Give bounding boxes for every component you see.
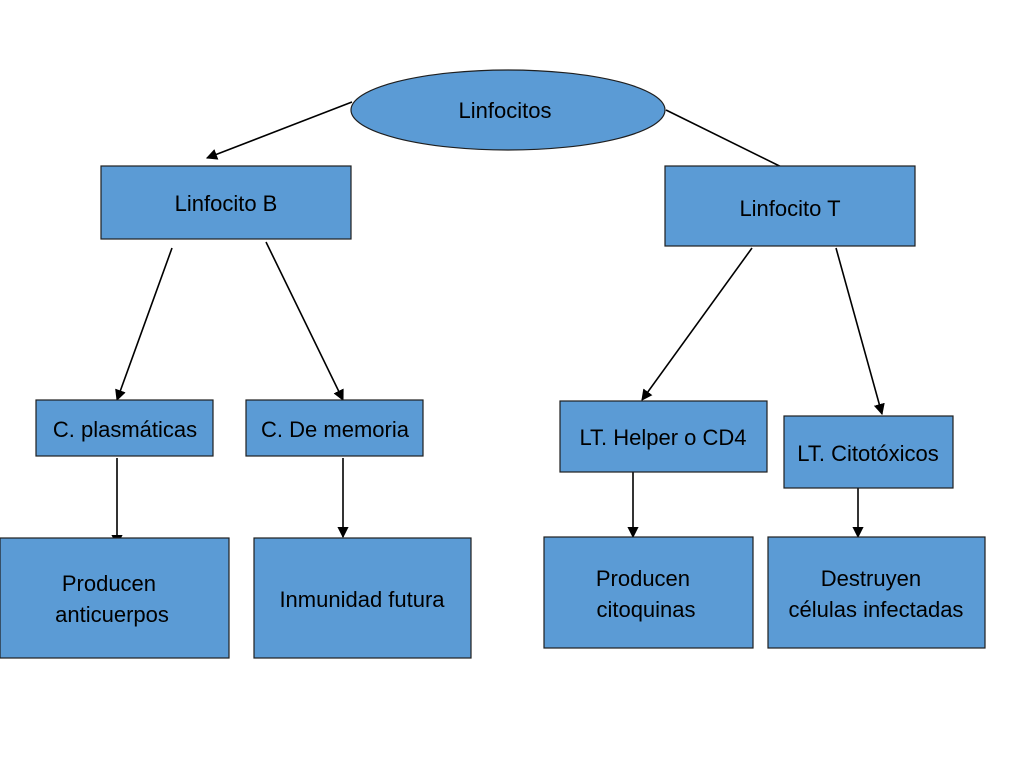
citoquinas-line-1: Producen	[596, 566, 690, 591]
citotoxicos-box	[783, 415, 954, 489]
citotoxicos-label: LT. Citotóxicos	[797, 441, 938, 466]
memoria-box	[245, 399, 424, 457]
citoquinas-line-2: citoquinas	[596, 597, 695, 622]
destruyen-line-1: Destruyen	[821, 566, 921, 591]
linfocitos-label: Linfocitos	[459, 98, 552, 123]
node-plasmaticas: C. plasmáticas	[35, 399, 214, 457]
arrow-root-to-lb	[205, 101, 353, 160]
anticuerpos-line-1: Producen	[62, 571, 156, 596]
destruyen-label: Destruyen células infectadas	[789, 566, 964, 622]
arrow-lt-to-citotoxicos	[835, 247, 885, 416]
linfocito-b-box	[100, 165, 352, 240]
linfocito-t-label: Linfocito T	[739, 196, 840, 221]
node-destruyen: Destruyen células infectadas	[767, 536, 986, 649]
destruyen-box	[767, 536, 986, 649]
arrow-lb-to-memoria	[265, 241, 344, 402]
anticuerpos-label: Producen anticuerpos	[55, 571, 169, 627]
memoria-label: C. De memoria	[261, 417, 410, 442]
node-linfocitos: Linfocitos	[350, 69, 666, 151]
node-citoquinas: Producen citoquinas	[543, 536, 754, 649]
connectors	[111, 101, 885, 547]
node-memoria: C. De memoria	[245, 399, 424, 457]
helper-box	[559, 400, 768, 473]
linfocito-b-label: Linfocito B	[175, 191, 278, 216]
destruyen-line-2: células infectadas	[789, 597, 964, 622]
helper-label: LT. Helper o CD4	[579, 425, 746, 450]
plasmaticas-box	[35, 399, 214, 457]
linfocito-t-box	[664, 165, 916, 247]
citoquinas-label: Producen citoquinas	[596, 566, 696, 622]
node-anticuerpos: Producen anticuerpos	[0, 537, 230, 659]
node-citotoxicos: LT. Citotóxicos	[783, 415, 954, 489]
plasmaticas-label: C. plasmáticas	[53, 417, 197, 442]
linfocitos-ellipse	[350, 69, 666, 151]
node-linfocito-b: Linfocito B	[100, 165, 352, 240]
anticuerpos-line-2: anticuerpos	[55, 602, 169, 627]
inmunidad-label: Inmunidad futura	[279, 587, 445, 612]
node-linfocito-t: Linfocito T	[664, 165, 916, 247]
node-inmunidad: Inmunidad futura	[253, 537, 472, 659]
citoquinas-box	[543, 536, 754, 649]
anticuerpos-box	[0, 537, 230, 659]
node-helper: LT. Helper o CD4	[559, 400, 768, 473]
arrow-lt-to-helper	[641, 247, 753, 401]
arrow-lb-to-plasmaticas	[115, 247, 173, 402]
inmunidad-box	[253, 537, 472, 659]
